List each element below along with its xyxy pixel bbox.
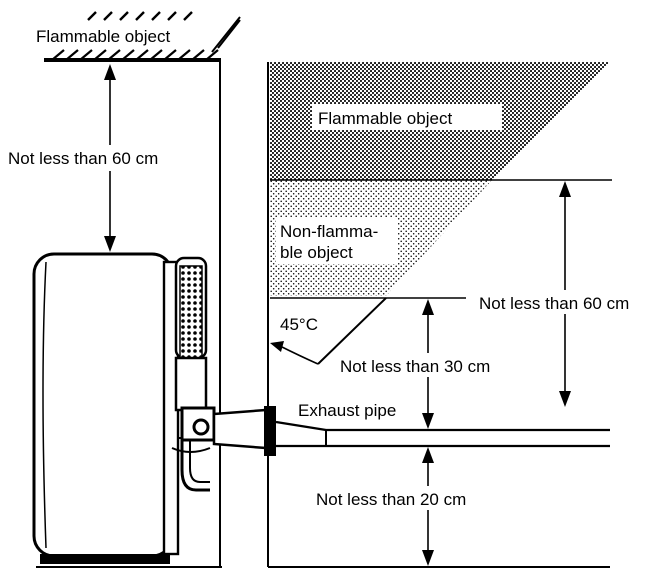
angle-arrow [270,341,319,365]
clearance-top-label: Not less than 60 cm [8,149,158,168]
angle-boundary-line [317,297,387,365]
non-flammable-label-line2: ble object [280,243,353,262]
ceiling-hatch [44,11,241,62]
clearance-bottom-label: Not less than 20 cm [316,490,466,509]
flammable-region-label: Flammable object [318,109,452,128]
clearance-middle-label: Not less than 30 cm [340,357,490,376]
angle-label: 45°C [280,315,318,334]
exhaust-pipe [212,406,610,456]
clearance-right-label: Not less than 60 cm [479,294,629,313]
exhaust-pipe-label: Exhaust pipe [298,401,396,420]
ceiling-label: Flammable object [36,27,170,46]
non-flammable-label-line1: Non-flamma- [280,222,378,241]
heater-unit [32,252,216,564]
